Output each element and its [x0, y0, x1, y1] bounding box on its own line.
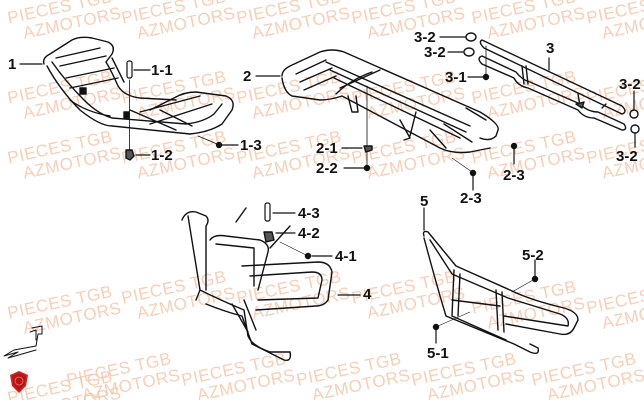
callout-1-3: 1-3 — [240, 137, 262, 154]
front-rack-part-1 — [42, 36, 234, 135]
bolt-part-1-1 — [126, 60, 151, 151]
front-bumper-part-4 — [181, 207, 333, 362]
callout-3-2-a: 3-2 — [414, 29, 436, 46]
nut-part-5-1 — [432, 311, 471, 344]
clip-part-4-2 — [263, 231, 296, 243]
rear-bumper-part-5 — [422, 230, 579, 355]
tgb-shield-logo-icon — [10, 371, 28, 393]
callout-4-2: 4-2 — [298, 225, 320, 242]
nut-part-1-3 — [197, 135, 239, 149]
callout-3-2-b: 3-2 — [424, 44, 446, 61]
bolt-part-4-3 — [264, 202, 296, 222]
callout-1-2: 1-2 — [151, 147, 173, 164]
callout-5-1: 5-1 — [427, 345, 449, 362]
callout-1-1: 1-1 — [151, 62, 173, 79]
clip-part-1-2 — [125, 149, 151, 161]
callout-2: 2 — [243, 68, 252, 85]
callout-3-2-d: 3-2 — [616, 148, 638, 165]
callout-2-2: 2-2 — [316, 160, 338, 177]
bracket-part-2-1 — [341, 85, 373, 167]
callout-4-3: 4-3 — [298, 205, 320, 222]
callout-3-1: 3-1 — [445, 69, 467, 86]
callout-3-2-c: 3-2 — [619, 76, 641, 93]
nut-part-3-1 — [467, 45, 490, 81]
callout-4-1: 4-1 — [335, 248, 357, 265]
callout-3: 3 — [546, 40, 555, 57]
nut-part-2-3 — [451, 142, 518, 191]
callout-5-2: 5-2 — [522, 247, 544, 264]
nut-part-5-2 — [511, 259, 539, 293]
callout-1: 1 — [8, 56, 17, 73]
nut-part-2-2 — [343, 164, 371, 172]
side-bar-part-3 — [478, 39, 627, 131]
callout-2-3-b: 2-3 — [460, 190, 482, 207]
rear-rack-part-2 — [281, 49, 499, 154]
callout-5: 5 — [420, 193, 429, 210]
front-direction-arrow-icon — [3, 325, 43, 359]
callout-2-1: 2-1 — [316, 140, 338, 157]
callout-2-3: 2-3 — [503, 167, 525, 184]
cap-part-3-2 — [439, 32, 640, 148]
nut-part-4-1 — [279, 241, 333, 260]
callout-4: 4 — [363, 286, 372, 303]
